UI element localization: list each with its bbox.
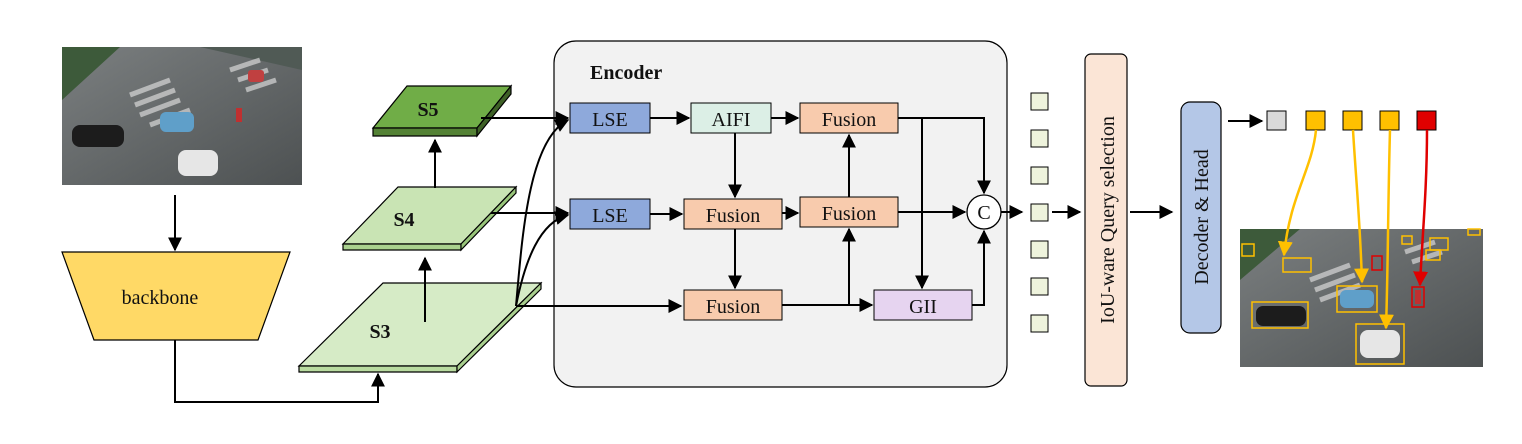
lse-mid-label: LSE [592,205,628,227]
arrow [174,340,385,403]
fusion-mid-left-label: Fusion [706,205,760,227]
fusion-mid-left-block [683,198,783,230]
decoder-head-label: Decoder & Head [1191,149,1213,285]
fusion-bottom-label: Fusion [706,296,760,318]
stage-s3 [297,281,543,374]
detection-boxes [1241,228,1481,365]
backbone-block [61,251,291,341]
car-icon [1340,290,1374,308]
encoder-arrows [650,111,1024,312]
fusion-mid-right-label: Fusion [822,203,876,225]
fusion-top-block [799,102,899,134]
encoder-title: Encoder [590,62,662,84]
stage-s5 [371,84,513,138]
query-token-yellow [1342,110,1363,131]
fusion-top-label: Fusion [822,109,876,131]
gii-block [873,289,973,321]
stage-s5-label: S5 [417,99,438,121]
gii-label: GII [909,296,937,318]
assignment-arrow [1413,129,1429,287]
backbone-label: backbone [122,287,199,309]
car-icon [178,150,218,176]
car-icon [1256,306,1306,326]
stage-s4-label: S4 [393,209,414,231]
stage-s4 [341,185,518,252]
stage-connections [481,111,683,313]
query-selection-label: IoU-ware Query selection [1097,116,1119,324]
detection-boxes-red [1371,255,1425,308]
car-icon [248,70,264,82]
query-token-yellow [1379,110,1400,131]
query-token-red [1416,110,1437,131]
assignment-arrow [1351,129,1370,284]
fusion-bottom-block [683,289,783,321]
stage-s3-label: S3 [369,321,390,343]
lse-top-label: LSE [592,109,628,131]
encoder-tokens [1030,92,1049,333]
pedestrian-icon [1415,290,1421,304]
car-icon [1360,330,1400,358]
assignment-arrow [1378,129,1394,330]
concat-label: C [977,202,990,224]
lse-top-block [569,102,651,134]
lse-mid-block [569,198,651,230]
query-token-gray [1266,110,1287,131]
decoder-head-block [1180,101,1222,334]
aifi-label: AIFI [712,109,751,131]
car-icon [160,112,194,132]
query-selection-block [1084,53,1128,387]
input-image [62,47,302,185]
pedestrian-icon [236,108,242,122]
assignment-arrow [1277,129,1318,257]
query-token-yellow [1305,110,1326,131]
car-icon [72,125,124,147]
